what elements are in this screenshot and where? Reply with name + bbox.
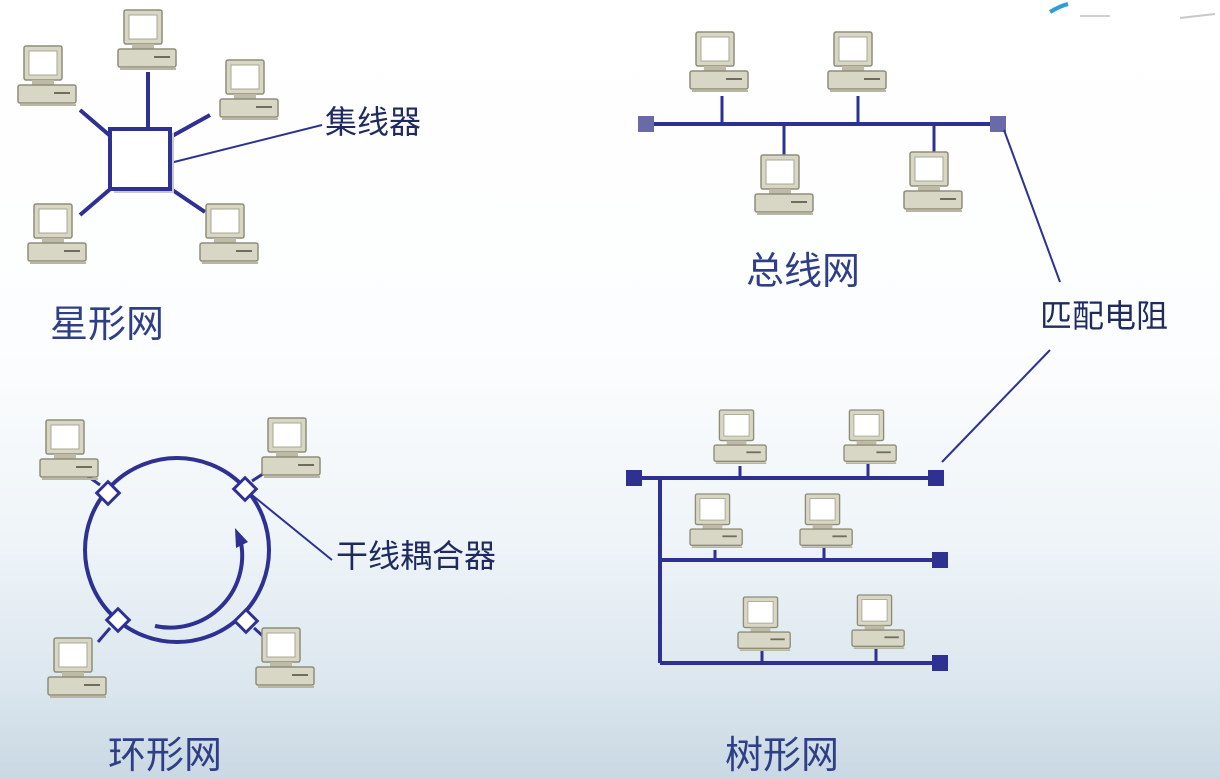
bus-network [638, 31, 1061, 283]
tree-network [626, 349, 1051, 671]
computer-icon [737, 596, 792, 651]
star-network-title: 星形网 [50, 302, 165, 346]
computer-icon [827, 31, 887, 92]
ring-network [39, 417, 333, 698]
coupler-icon [104, 606, 132, 634]
ring-network-title: 环形网 [108, 733, 223, 777]
tree-network-title: 树形网 [725, 733, 840, 777]
computer-icon [851, 594, 906, 650]
corner-decoration [1048, 2, 1216, 19]
trunk-coupler-label: 干线耦合器 [336, 537, 497, 575]
computer-icon [261, 417, 321, 478]
terminator-icon [638, 116, 654, 132]
coupler-icon [94, 479, 122, 507]
computer-icon [754, 154, 814, 215]
computer-icon [17, 45, 77, 106]
terminator-icon [928, 470, 944, 486]
computer-icon [689, 493, 744, 549]
computer-icon [219, 59, 279, 120]
star-network [17, 9, 323, 264]
bus-network-title: 总线网 [746, 249, 861, 293]
computer-icon [39, 419, 99, 480]
terminator-label: 匹配电阻 [1040, 297, 1169, 335]
computer-icon [689, 31, 749, 92]
terminator-icon [626, 470, 642, 486]
coupler-icon [231, 475, 259, 503]
coupler-icon [232, 607, 260, 635]
computer-icon [117, 9, 177, 70]
computer-icon [713, 409, 768, 465]
terminator-icon [932, 655, 948, 671]
terminator-icon [990, 116, 1006, 132]
hub-box [108, 127, 172, 191]
computer-icon [799, 493, 854, 549]
terminator-icon [932, 552, 948, 568]
computer-icon [255, 627, 315, 688]
computer-icon [843, 409, 898, 465]
computer-icon [27, 203, 87, 264]
hub-label: 集线器 [325, 103, 422, 141]
computer-icon [47, 637, 107, 698]
computer-icon [199, 203, 259, 264]
computer-icon [903, 151, 963, 212]
